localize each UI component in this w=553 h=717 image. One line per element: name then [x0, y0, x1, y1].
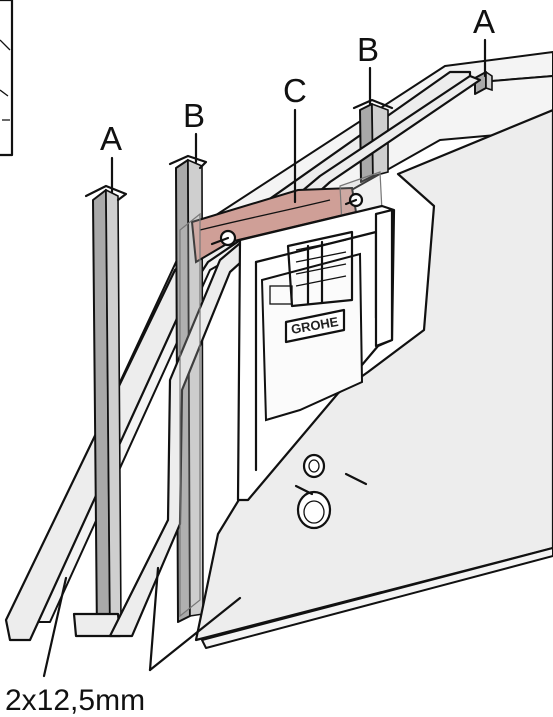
- label-c: C: [283, 72, 307, 109]
- pipe-openings: [294, 453, 368, 530]
- profile-a-left: [72, 184, 128, 638]
- thickness-caption: 2x12,5mm: [5, 566, 242, 717]
- label-a-left: A: [100, 120, 122, 157]
- anchor-bolts: [210, 192, 364, 247]
- label-b-left: B: [183, 97, 205, 134]
- label-b-right: B: [357, 31, 379, 68]
- inset-detail: [0, 0, 14, 157]
- label-a-right: A: [473, 3, 495, 40]
- brand-plate: GROHE: [284, 308, 346, 344]
- labels: A B C B A: [100, 3, 495, 204]
- caption-text: 2x12,5mm: [5, 684, 145, 717]
- profile-a-right: [474, 70, 493, 95]
